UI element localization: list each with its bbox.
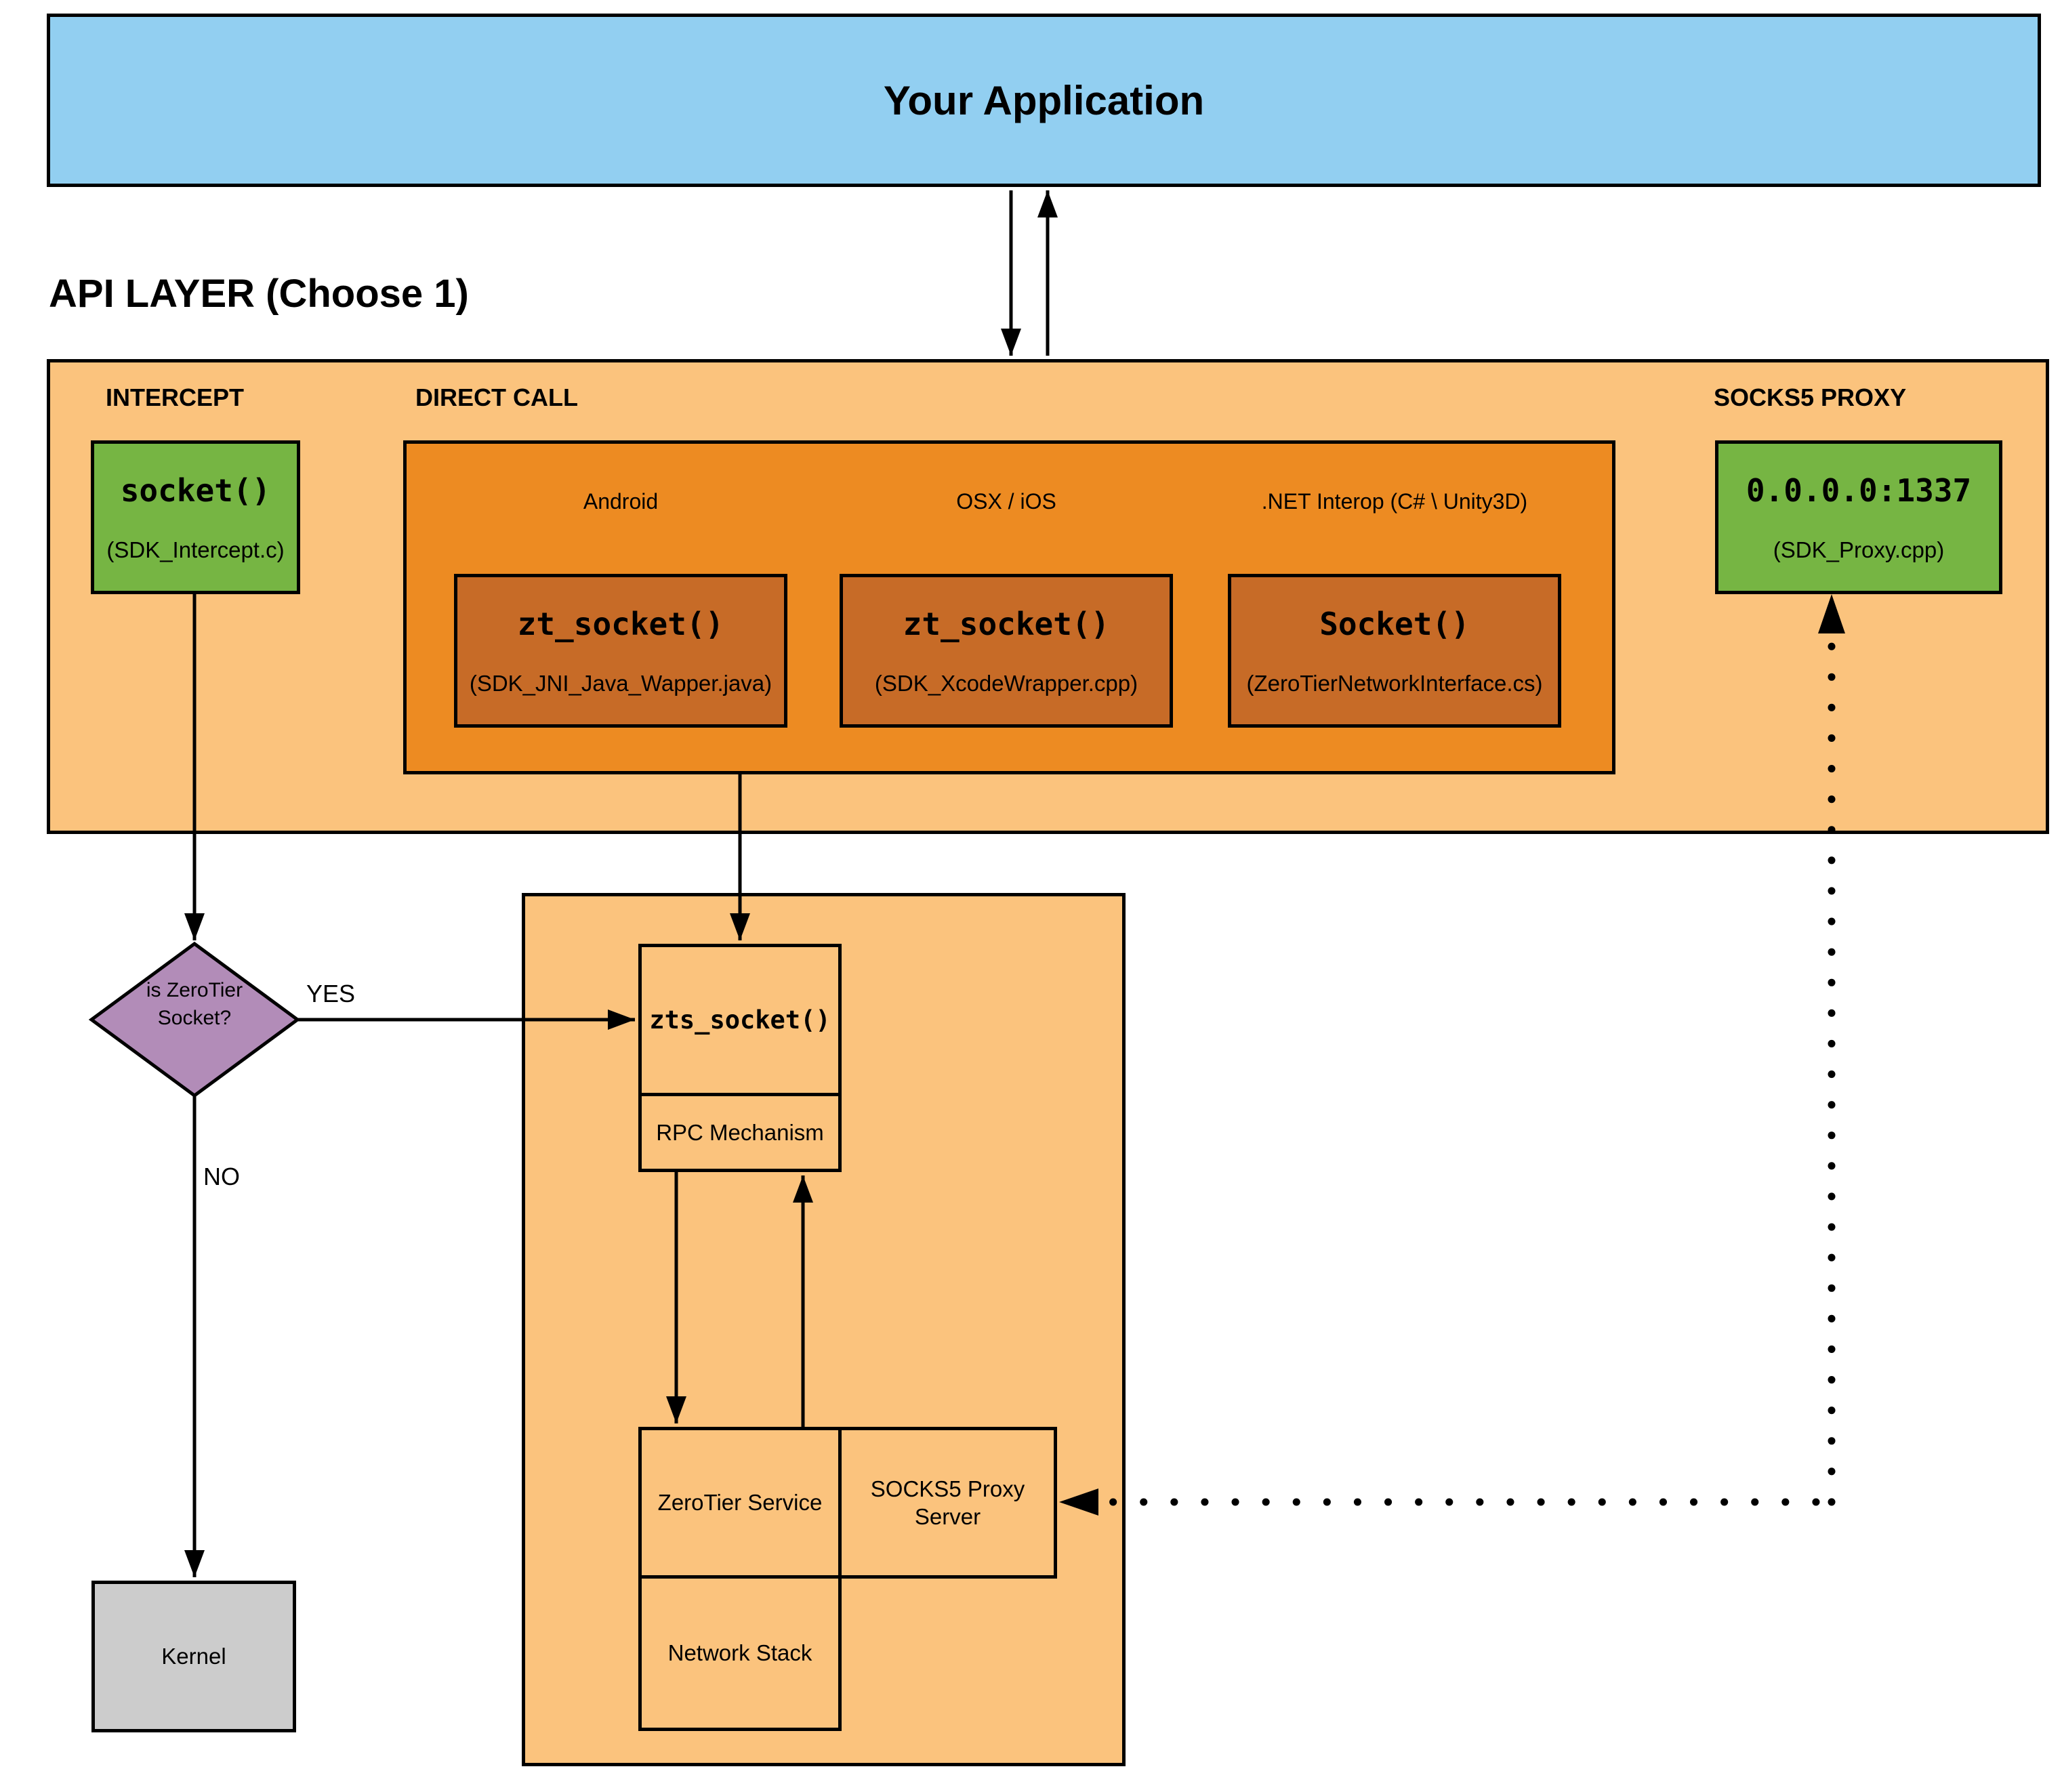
- socks5-proxy-server-box: SOCKS5 Proxy Server: [838, 1427, 1057, 1579]
- dotnet-socket-title: Socket(): [1319, 605, 1470, 642]
- socket-subtitle: (SDK_Intercept.c): [106, 537, 285, 562]
- dotnet-socket-box: Socket() (ZeroTierNetworkInterface.cs): [1228, 574, 1561, 728]
- android-zt-socket-title: zt_socket(): [517, 605, 724, 642]
- socket-title: socket(): [120, 472, 271, 509]
- rpc-mechanism-label: RPC Mechanism: [656, 1119, 824, 1145]
- dotnet-socket-subtitle: (ZeroTierNetworkInterface.cs): [1246, 670, 1543, 696]
- socket-intercept-box: socket() (SDK_Intercept.c): [91, 440, 300, 594]
- no-label: NO: [203, 1163, 240, 1190]
- android-zt-socket-subtitle: (SDK_JNI_Java_Wapper.java): [469, 670, 772, 696]
- intercept-section-label: INTERCEPT: [106, 383, 245, 411]
- network-stack-box: Network Stack: [638, 1575, 842, 1731]
- osx-zt-socket-subtitle: (SDK_XcodeWrapper.cpp): [874, 670, 1138, 696]
- android-zt-socket-box: zt_socket() (SDK_JNI_Java_Wapper.java): [454, 574, 787, 728]
- service-container: [522, 893, 1126, 1766]
- your-application-label: Your Application: [883, 77, 1205, 123]
- zerotier-service-box: ZeroTier Service: [638, 1427, 842, 1579]
- zts-socket-title: zts_socket(): [649, 1005, 831, 1035]
- zts-socket-box: zts_socket(): [638, 944, 842, 1096]
- api-layer-heading: API LAYER (Choose 1): [49, 272, 469, 316]
- your-application-box: Your Application: [47, 14, 2041, 187]
- kernel-box: Kernel: [91, 1581, 296, 1732]
- network-stack-label: Network Stack: [667, 1640, 812, 1666]
- osx-zt-socket-title: zt_socket(): [903, 605, 1110, 642]
- proxy-address-title: 0.0.0.0:1337: [1746, 472, 1972, 509]
- direct-call-section-label: DIRECT CALL: [415, 383, 578, 411]
- osx-zt-socket-box: zt_socket() (SDK_XcodeWrapper.cpp): [840, 574, 1173, 728]
- proxy-subtitle: (SDK_Proxy.cpp): [1773, 537, 1945, 562]
- platform-label-android: Android: [583, 489, 659, 514]
- platform-label-dotnet: .NET Interop (C# \ Unity3D): [1261, 489, 1528, 514]
- zerotier-service-label: ZeroTier Service: [657, 1490, 823, 1516]
- platform-label-osx-ios: OSX / iOS: [956, 489, 1056, 514]
- socks5-proxy-section-label: SOCKS5 PROXY: [1714, 383, 1907, 411]
- socks5-proxy-server-label: SOCKS5 Proxy Server: [870, 1476, 1025, 1529]
- yes-label: YES: [306, 980, 356, 1007]
- kernel-label: Kernel: [161, 1644, 226, 1669]
- decision-question: is ZeroTier Socket?: [146, 979, 243, 1029]
- socks5-proxy-box: 0.0.0.0:1337 (SDK_Proxy.cpp): [1715, 440, 2002, 594]
- rpc-mechanism-box: RPC Mechanism: [638, 1093, 842, 1172]
